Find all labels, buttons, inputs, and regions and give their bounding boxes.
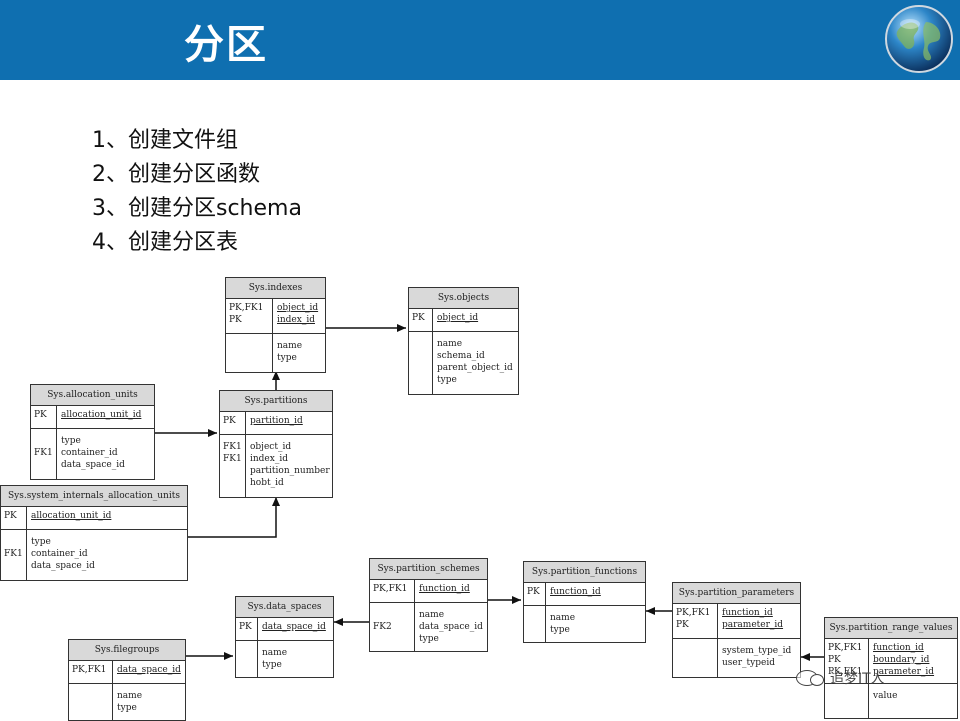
column-name: data_space_id — [419, 622, 483, 632]
key-label: PK — [676, 620, 689, 630]
key-label: PK,FK1 — [676, 608, 711, 618]
key-label: PK — [412, 313, 425, 323]
column-name: type — [262, 660, 282, 670]
table-header: Sys.objects — [409, 288, 518, 309]
relation-system-internals-partitions — [188, 497, 280, 538]
key-label: PK,FK1 — [373, 584, 408, 594]
column-name: container_id — [61, 448, 118, 458]
table-sys-partition-parameters: Sys.partition_parameters PK,FK1 PK funct… — [672, 582, 801, 678]
column-name: index_id — [250, 454, 288, 464]
column-name: parameter_id — [722, 620, 784, 630]
step-item: 3、创建分区schema — [92, 196, 302, 221]
column-name: function_id — [419, 584, 470, 594]
column-name: hobt_id — [250, 478, 284, 488]
key-label: PK — [239, 622, 252, 632]
key-label: PK,FK1 — [229, 303, 264, 313]
watermark: 追梦IT人 — [796, 666, 936, 690]
watermark-text: 追梦IT人 — [830, 671, 885, 687]
column-name: function_id — [550, 587, 601, 597]
key-label: FK1 — [34, 448, 53, 458]
column-name: type — [31, 537, 51, 547]
key-label: FK1 — [223, 442, 242, 452]
key-label: PK — [828, 655, 841, 665]
key-label: FK2 — [373, 622, 392, 632]
column-name: name — [437, 339, 463, 349]
table-sys-filegroups: Sys.filegroups PK,FK1 data_space_id name… — [68, 639, 186, 721]
column-name: type — [419, 634, 439, 644]
table-sys-partitions: Sys.partitions PK partition_id FK1 FK1 o… — [219, 390, 333, 498]
key-label: PK,FK1 — [72, 665, 107, 675]
column-name: boundary_id — [873, 655, 930, 665]
column-name: object_id — [277, 303, 319, 313]
column-name: system_type_id — [722, 646, 792, 656]
column-name: allocation_unit_id — [31, 511, 112, 521]
table-sys-indexes: Sys.indexes PK,FK1 PK object_id index_id… — [225, 277, 326, 373]
step-item: 1、创建文件组 — [92, 128, 238, 153]
key-label: PK — [223, 416, 236, 426]
column-name: parameter_id — [873, 667, 935, 677]
column-name: name — [277, 341, 303, 351]
steps-list: 1、创建文件组 2、创建分区函数 3、创建分区schema 4、创建分区表 — [92, 124, 302, 260]
column-name: parent_object_id — [437, 363, 513, 373]
table-header: Sys.partition_schemes — [370, 559, 487, 580]
column-name: name — [419, 610, 445, 620]
step-item: 2、创建分区函数 — [92, 162, 260, 187]
table-header: Sys.indexes — [226, 278, 325, 299]
table-sys-partition-range-values: Sys.partition_range_values PK,FK1 PK PK,… — [824, 617, 958, 719]
step-item: 4、创建分区表 — [92, 230, 238, 255]
title-banner — [0, 0, 960, 80]
column-name: function_id — [873, 643, 924, 653]
table-header: Sys.system_internals_allocation_units — [1, 486, 187, 507]
table-sys-system-internals-allocation-units: Sys.system_internals_allocation_units PK… — [0, 485, 188, 581]
key-label: PK — [34, 410, 47, 420]
column-name: object_id — [437, 313, 479, 323]
wechat-icon — [796, 670, 824, 686]
table-header: Sys.partition_parameters — [673, 583, 800, 604]
column-name: type — [117, 703, 137, 713]
table-header: Sys.partitions — [220, 391, 332, 412]
column-name: index_id — [277, 315, 315, 325]
table-header: Sys.partition_range_values — [825, 618, 957, 639]
column-name: value — [873, 691, 898, 701]
table-header: Sys.allocation_units — [31, 385, 154, 406]
column-name: schema_id — [437, 351, 485, 361]
column-name: function_id — [722, 608, 773, 618]
key-label: PK,FK1 — [828, 667, 863, 677]
table-header: Sys.data_spaces — [236, 597, 333, 618]
column-name: container_id — [31, 549, 88, 559]
column-name: partition_id — [250, 416, 303, 426]
column-name: data_space_id — [117, 665, 181, 675]
column-name: data_space_id — [31, 561, 95, 571]
key-label: PK,FK1 — [828, 643, 863, 653]
column-name: name — [262, 648, 288, 658]
column-name: data_space_id — [61, 460, 125, 470]
key-label: PK — [229, 315, 242, 325]
key-label: FK1 — [4, 549, 23, 559]
key-label: PK — [4, 511, 17, 521]
table-sys-allocation-units: Sys.allocation_units PK allocation_unit_… — [30, 384, 155, 480]
key-label: FK1 — [223, 454, 242, 464]
column-name: type — [550, 625, 570, 635]
column-name: type — [277, 353, 297, 363]
column-name: data_space_id — [262, 622, 326, 632]
column-name: type — [437, 375, 457, 385]
column-name: allocation_unit_id — [61, 410, 142, 420]
table-sys-partition-schemes: Sys.partition_schemes PK,FK1 function_id… — [369, 558, 488, 652]
column-name: user_typeid — [722, 658, 775, 668]
column-name: type — [61, 436, 81, 446]
column-name: name — [550, 613, 576, 623]
table-header: Sys.filegroups — [69, 640, 185, 661]
page-title: 分区 — [184, 22, 268, 68]
column-name: partition_number — [250, 466, 330, 476]
key-label: PK — [527, 587, 540, 597]
globe-icon — [885, 5, 953, 73]
table-sys-partition-functions: Sys.partition_functions PK function_id n… — [523, 561, 646, 643]
table-sys-data-spaces: Sys.data_spaces PK data_space_id name ty… — [235, 596, 334, 678]
table-sys-objects: Sys.objects PK object_id name schema_id … — [408, 287, 519, 395]
column-name: name — [117, 691, 143, 701]
table-header: Sys.partition_functions — [524, 562, 645, 583]
column-name: object_id — [250, 442, 292, 452]
